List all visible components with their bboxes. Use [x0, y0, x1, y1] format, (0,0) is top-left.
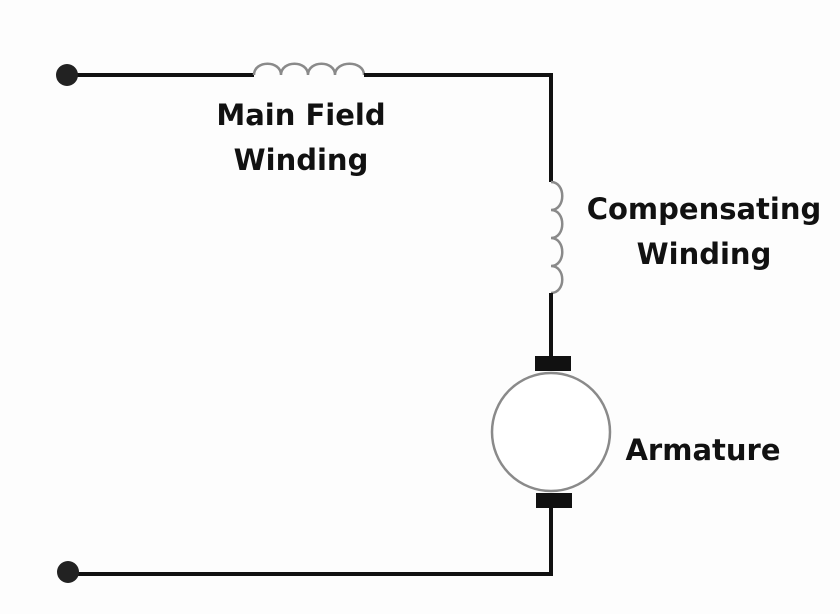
main-field-winding-coil — [252, 62, 366, 76]
armature-circle — [490, 371, 612, 493]
terminal-top — [56, 64, 78, 86]
terminal-bottom — [57, 561, 79, 583]
armature-label: Armature — [625, 433, 780, 467]
compensating-winding-label-line2: Winding — [637, 237, 772, 271]
main-field-winding-label-line1: Main Field — [216, 98, 385, 132]
wire-bottom — [68, 508, 553, 576]
compensating-winding-label-line1: Compensating — [587, 192, 822, 226]
main-field-winding-label-line2: Winding — [234, 143, 369, 177]
armature-brush-top — [535, 356, 571, 371]
wire-top-right — [364, 73, 553, 182]
compensating-winding-coil — [550, 180, 564, 295]
armature-brush-bottom — [536, 493, 572, 508]
